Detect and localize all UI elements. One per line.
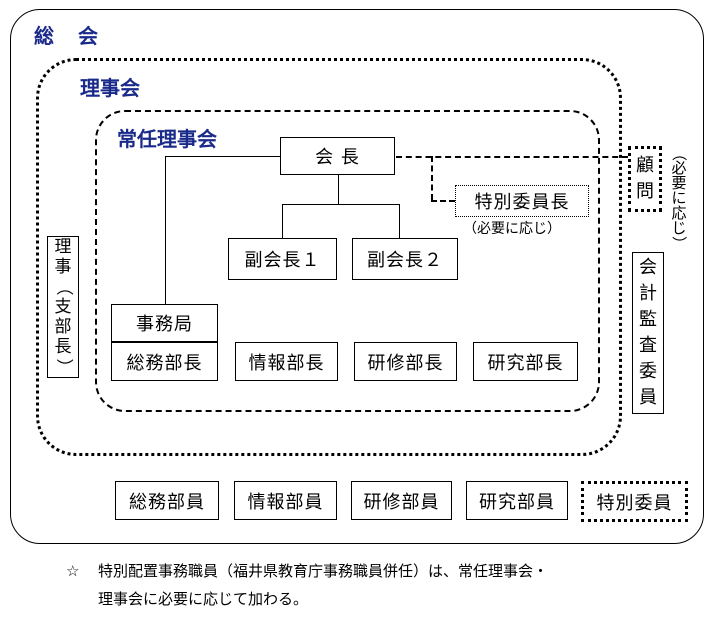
president-to-secretariat-line [165, 156, 280, 157]
advisor-note-char: に [671, 189, 687, 207]
standing-board-frame [95, 110, 600, 412]
advisor-note-char: 要 [671, 174, 687, 192]
advisor-char: 問 [636, 181, 654, 202]
advisor-char: 顧 [636, 155, 654, 176]
advisor-note-char: 応 [671, 204, 687, 222]
auditor-char: 員 [639, 387, 657, 408]
branch-director-char: ） [53, 358, 73, 376]
special-chair-dashed-drop [431, 156, 433, 200]
advisor-note-char: ） [670, 235, 689, 252]
vice-president-1-box: 副会長１ [228, 238, 337, 280]
footnote-symbol: ☆ [66, 562, 80, 580]
special-chair-dashed-connector [431, 200, 455, 202]
special-committee-member-box: 特別委員 [581, 481, 688, 522]
advisor-note: （ 必 要 に 応 じ ） [668, 146, 690, 251]
special-committee-chair-box: 特別委員長 [455, 185, 589, 217]
dept-member-research-box: 研究部員 [466, 481, 568, 520]
dept-head-information-box: 情報部長 [235, 342, 338, 381]
vice-presidents-bar [282, 204, 399, 205]
board-of-directors-label: 理事会 [80, 76, 140, 100]
branch-director-char: 部 [54, 317, 72, 337]
branch-director-char: 事 [54, 257, 72, 277]
auditor-char: 計 [639, 283, 657, 304]
general-assembly-label: 総 会 [34, 24, 100, 48]
standing-board-label: 常任理事会 [117, 127, 217, 151]
advisor-box: 顧 問 [628, 146, 662, 212]
dept-head-research-box: 研究部長 [473, 342, 578, 381]
special-committee-chair-note: （必要に応じ） [463, 221, 561, 237]
general-assembly-frame [10, 9, 704, 544]
auditor-box: 会 計 監 査 委 員 [632, 252, 664, 414]
board-of-directors-frame [36, 58, 622, 456]
advisor-note-char: 必 [671, 159, 687, 177]
advisor-note-char: じ [671, 219, 687, 237]
auditor-char: 委 [639, 361, 657, 382]
secretariat-box: 事務局 [111, 304, 218, 342]
branch-director-char: （ [53, 278, 73, 296]
footnote-line-1: 特別配置事務職員（福井県教育庁事務職員併任）は、常任理事会・ [98, 562, 549, 580]
president-to-advisor-dashed-line [396, 156, 628, 158]
vice-president-2-box: 副会長２ [352, 238, 458, 280]
branch-director-box: 理 事 （ 支 部 長 ） [47, 236, 79, 378]
auditor-char: 監 [639, 309, 657, 330]
auditor-char: 査 [639, 335, 657, 356]
branch-director-char: 理 [54, 237, 72, 257]
dept-head-general-affairs-box: 総務部長 [111, 342, 218, 381]
branch-director-char: 長 [54, 337, 72, 357]
dept-head-training-box: 研修部長 [354, 342, 457, 381]
president-to-vice-line [338, 174, 339, 204]
advisor-note-char: （ [670, 145, 689, 162]
footnote-line-2: 理事会に必要に応じて加わる。 [98, 590, 309, 608]
dept-member-general-affairs-box: 総務部員 [115, 481, 219, 520]
auditor-char: 会 [639, 257, 657, 278]
president-box: 会 長 [280, 137, 395, 175]
dept-member-information-box: 情報部員 [234, 481, 337, 520]
secretariat-vertical-line [165, 156, 166, 304]
vice-2-drop-line [399, 204, 400, 238]
vice-1-drop-line [282, 204, 283, 238]
branch-director-char: 支 [54, 297, 72, 317]
dept-member-training-box: 研修部員 [351, 481, 452, 520]
